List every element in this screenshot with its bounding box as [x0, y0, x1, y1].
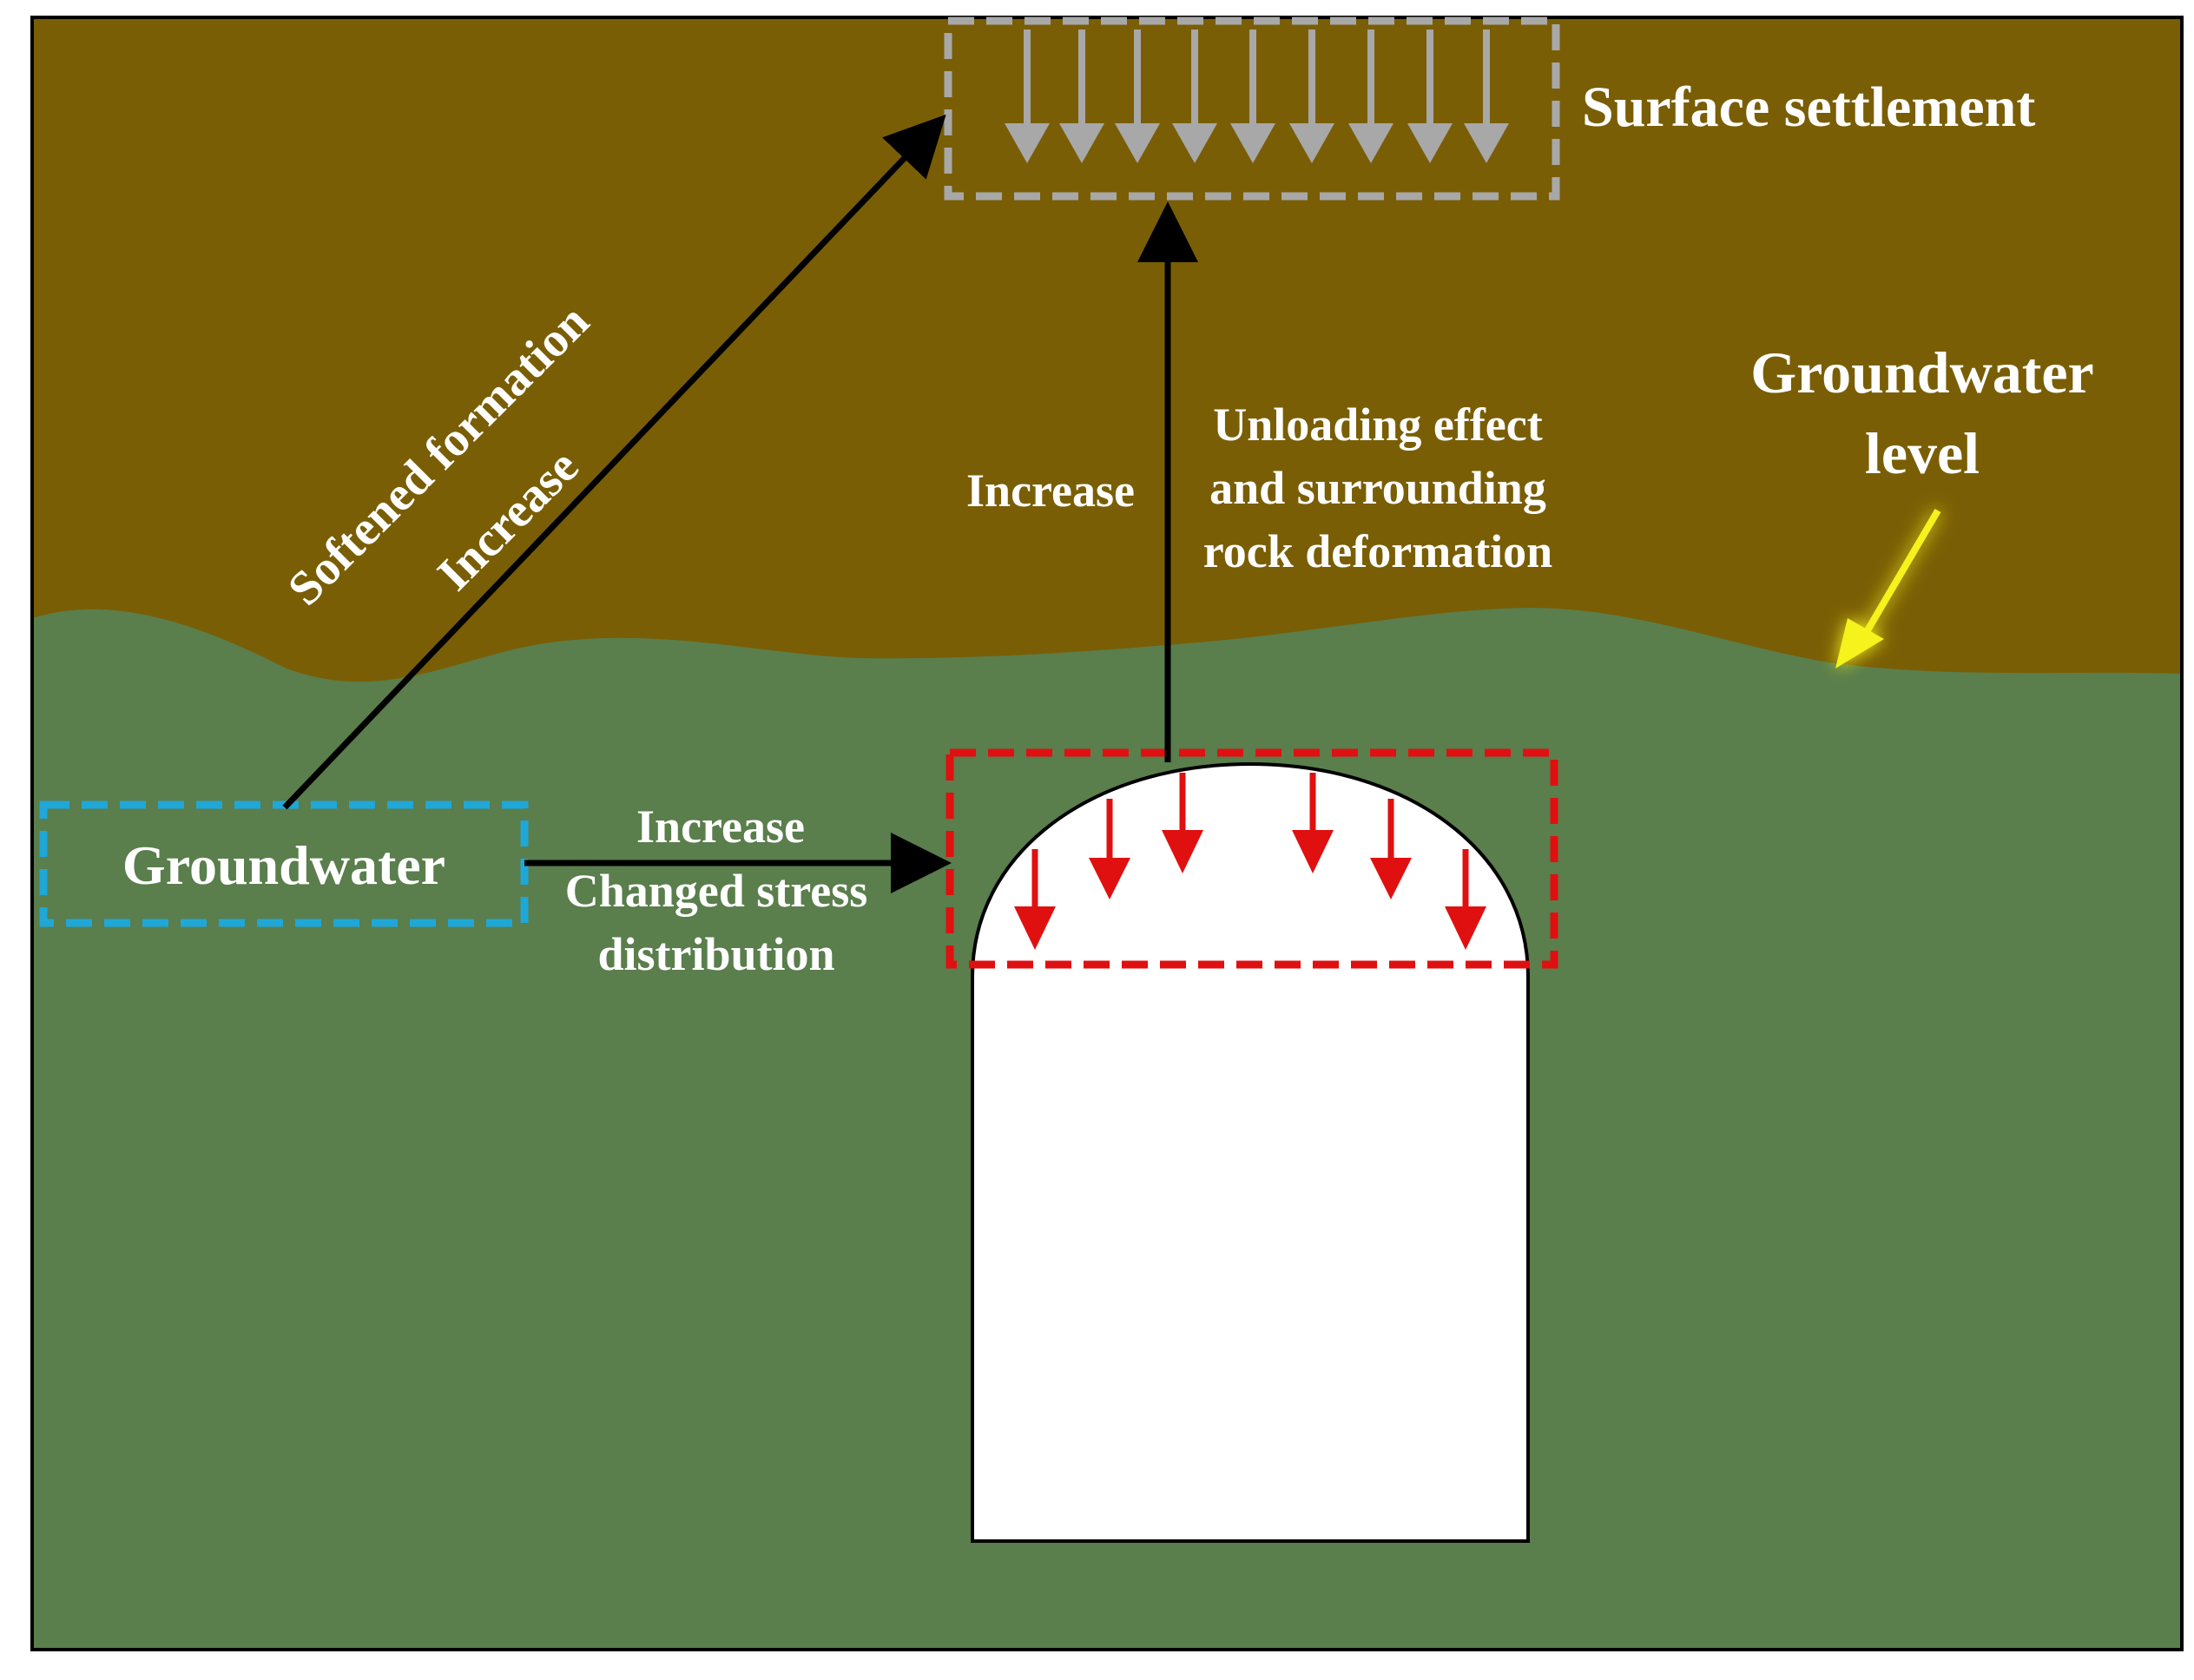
surface-settlement-box [944, 16, 1560, 201]
groundwater-level-pointer [1835, 508, 1941, 669]
groundwater-label: Groundwater [122, 834, 445, 896]
unloading-label-line1: Unloading effect [1213, 399, 1542, 451]
groundwater-level-label-line2: level [1865, 420, 1980, 486]
groundwater-level-label-line1: Groundwater [1750, 339, 2093, 405]
stress-label-line2: distribution [597, 928, 834, 980]
surface-settlement-label: Surface settlement [1582, 76, 2035, 139]
down-arrow-icon [1172, 30, 1217, 163]
down-arrow-icon [1445, 849, 1486, 950]
increase-vertical-label: Increase [966, 464, 1135, 517]
down-arrow-icon [1162, 773, 1203, 873]
increase-horizontal-label: Increase [636, 800, 805, 853]
down-arrow-icon [1230, 30, 1275, 163]
down-arrow-icon [1348, 30, 1393, 163]
down-arrow-icon [1407, 30, 1453, 163]
stress-zone-box [945, 748, 1558, 969]
down-arrow-icon [1289, 30, 1334, 163]
down-arrow-icon [1089, 799, 1130, 899]
down-arrow-icon [1059, 30, 1104, 163]
crown-pressure-arrows [1014, 773, 1486, 950]
tunnel-opening [971, 761, 1530, 1543]
settlement-arrows [1005, 30, 1509, 163]
down-arrow-icon [1464, 30, 1509, 163]
down-arrow-icon [1292, 773, 1334, 873]
unloading-label-line2: and surrounding [1209, 462, 1546, 514]
down-arrow-icon [1370, 799, 1412, 899]
down-arrow-icon [1014, 849, 1056, 950]
down-arrow-icon [1115, 30, 1160, 163]
unloading-label-line3: rock deformation [1203, 525, 1552, 577]
arrow-icon [1858, 508, 1941, 643]
stress-label-line1: Changed stress [565, 865, 868, 917]
down-arrow-icon [1005, 30, 1050, 163]
arrow-groundwater-to-settlement [282, 114, 946, 810]
